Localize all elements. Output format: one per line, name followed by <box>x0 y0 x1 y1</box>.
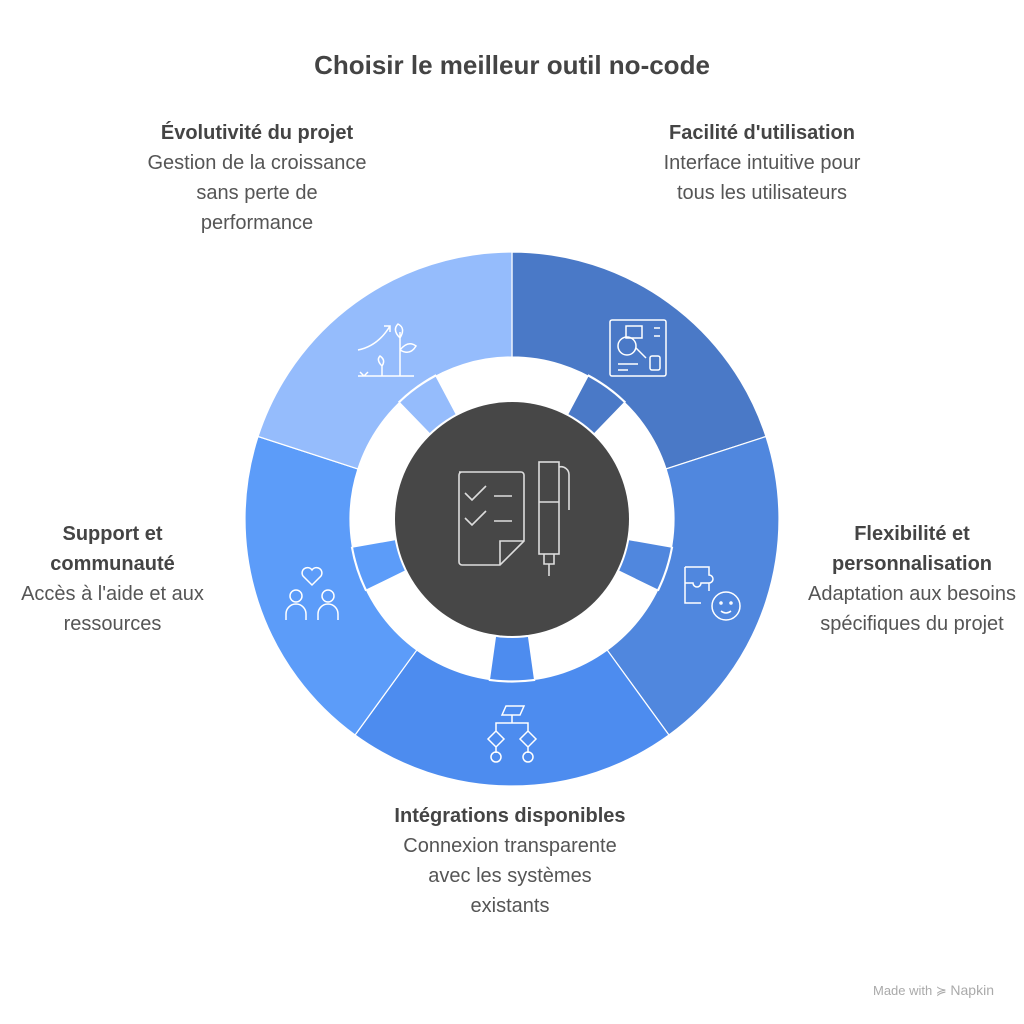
segment-title: Flexibilité et personnalisation <box>831 523 993 575</box>
checklist-pen-icon <box>458 461 570 576</box>
segment-title: Support et communauté <box>50 523 175 575</box>
segment-desc: Gestion de la croissance sans perte de p… <box>147 152 367 234</box>
segment-title: Facilité d'utilisation <box>669 122 855 144</box>
segment-desc: Accès à l'aide et aux ressources <box>21 583 204 635</box>
napkin-watermark: Made with ≽ Napkin <box>873 982 994 999</box>
segment-desc: Interface intuitive pour tous les utilis… <box>663 152 861 204</box>
growth-plant-icon <box>357 323 417 377</box>
segment-desc: Connexion transparente avec les systèmes… <box>403 835 617 917</box>
diagram-title: Choisir le meilleur outil no-code <box>314 50 710 80</box>
napkin-logo-icon: ≽ <box>935 983 947 998</box>
interface-icon <box>609 319 667 377</box>
brand-text: Napkin <box>950 982 994 998</box>
segment-title: Évolutivité du projet <box>160 122 354 144</box>
people-heart-icon <box>285 566 339 620</box>
puzzle-face-icon <box>684 566 741 621</box>
segment-desc: Adaptation aux besoins spécifiques du pr… <box>808 583 1016 635</box>
made-with-text: Made with <box>873 983 933 998</box>
center-circle <box>395 402 629 636</box>
segment-title: Intégrations disponibles <box>394 805 626 827</box>
flowchart-icon <box>486 705 538 763</box>
